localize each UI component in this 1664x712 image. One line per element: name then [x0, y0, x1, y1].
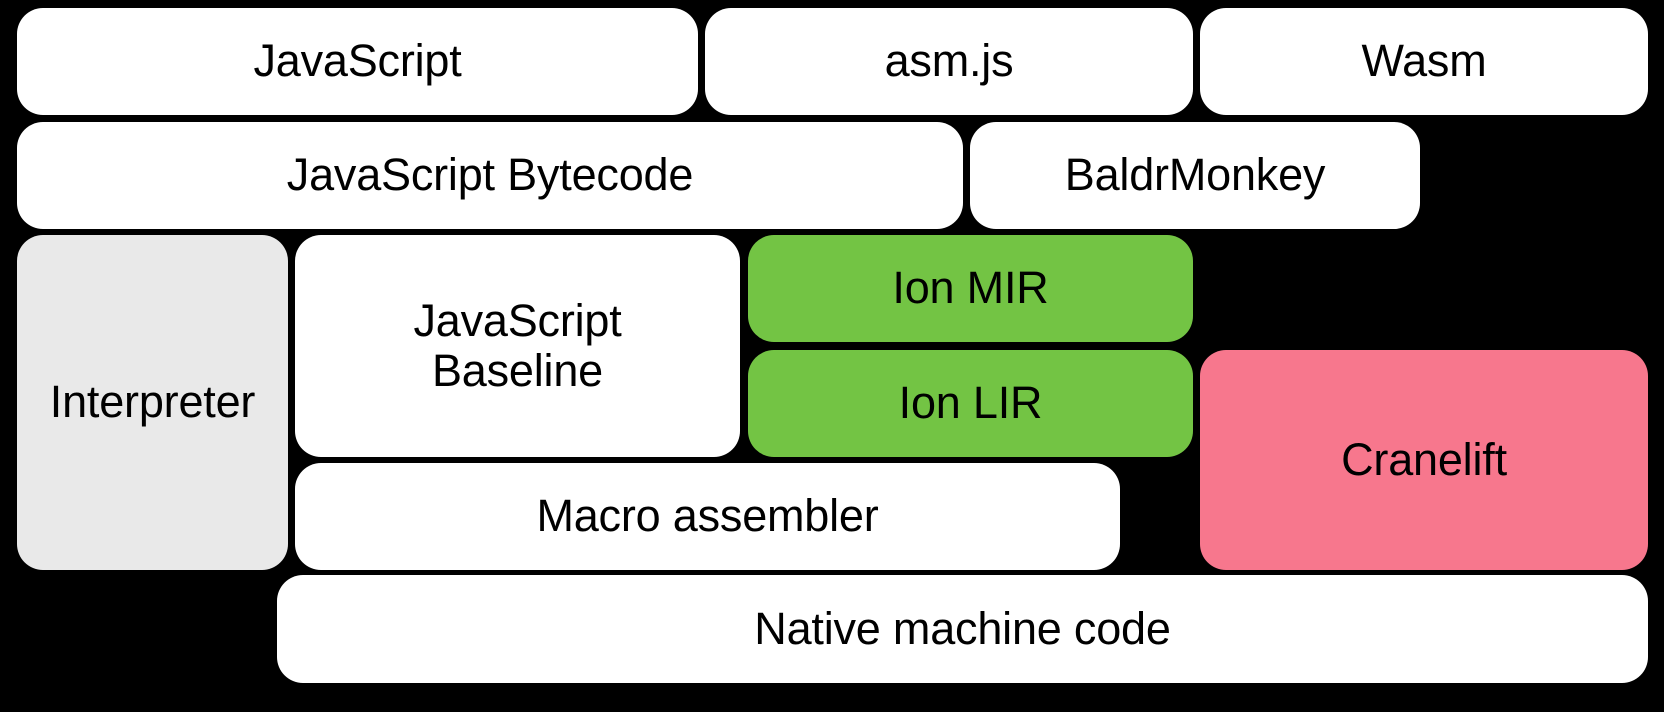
- node-ion-lir[interactable]: Ion LIR: [748, 350, 1193, 457]
- node-cranelift[interactable]: Cranelift: [1200, 350, 1648, 570]
- node-label-asm-js: asm.js: [884, 35, 1014, 87]
- node-label-cranelift: Cranelift: [1341, 433, 1507, 485]
- node-native-machine-code[interactable]: Native machine code: [277, 575, 1648, 683]
- node-label-wasm: Wasm: [1361, 35, 1487, 87]
- node-ion-mir[interactable]: Ion MIR: [748, 235, 1193, 342]
- node-macro-assembler[interactable]: Macro assembler: [295, 463, 1120, 570]
- node-baldrmonkey[interactable]: BaldrMonkey: [970, 122, 1420, 229]
- node-label-macro-assembler: Macro assembler: [536, 490, 879, 542]
- node-interpreter[interactable]: Interpreter: [17, 235, 288, 570]
- node-wasm[interactable]: Wasm: [1200, 8, 1648, 115]
- node-javascript-bytecode[interactable]: JavaScript Bytecode: [17, 122, 963, 229]
- node-label-javascript: JavaScript: [253, 35, 462, 87]
- node-label-ion-mir: Ion MIR: [892, 262, 1049, 314]
- node-label-baldrmonkey: BaldrMonkey: [1064, 149, 1326, 201]
- node-label-javascript-bytecode: JavaScript Bytecode: [286, 149, 694, 201]
- node-javascript-baseline[interactable]: JavaScript Baseline: [295, 235, 740, 457]
- node-asm-js[interactable]: asm.js: [705, 8, 1193, 115]
- node-label-native-machine-code: Native machine code: [754, 602, 1171, 654]
- node-label-ion-lir: Ion LIR: [898, 377, 1043, 429]
- node-label-javascript-baseline: JavaScript Baseline: [413, 294, 622, 396]
- node-label-interpreter: Interpreter: [49, 376, 256, 428]
- node-javascript[interactable]: JavaScript: [17, 8, 698, 115]
